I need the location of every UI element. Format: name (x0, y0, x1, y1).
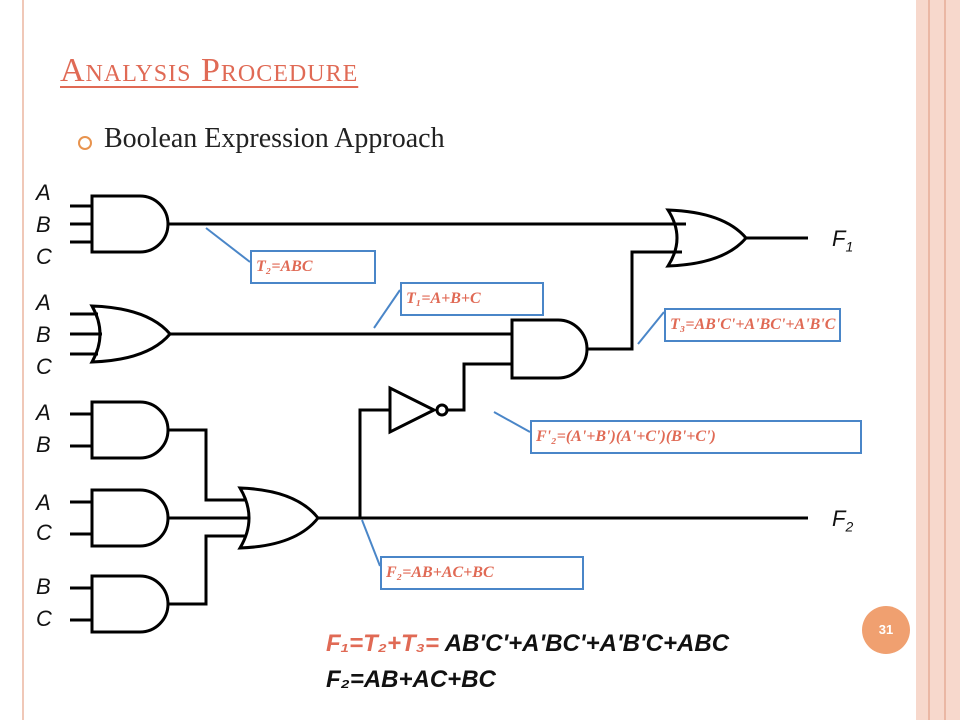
and-gate-5 (510, 318, 589, 380)
or-gate-3 (665, 208, 748, 268)
input-label-g4-c: C (36, 520, 52, 545)
input-label-g3-a: A (36, 400, 51, 425)
input-label-g5-b: B (36, 574, 51, 599)
bullet-icon (78, 136, 92, 150)
and-gate-2 (90, 400, 170, 460)
right-border-line-1 (928, 0, 930, 720)
annotation-t2: T₂=ABC (250, 250, 376, 284)
input-label-g2-c: C (36, 354, 52, 379)
or-gate-2 (237, 486, 320, 550)
input-label-g3-b: B (36, 432, 51, 457)
equation-f1: F₁=T₂+T₃= AB'C'+A'BC'+A'B'C+ABC (326, 630, 730, 657)
output-label-f2: F2 (832, 506, 854, 535)
annotation-t1: T₁=A+B+C (400, 282, 544, 316)
input-label-g5-c: C (36, 606, 52, 631)
page-number-badge: 31 (862, 606, 910, 654)
and-gate-3 (90, 488, 170, 548)
input-label-g1-b: B (36, 212, 51, 237)
and-gate-1 (90, 194, 170, 254)
right-border-line-2 (944, 0, 946, 720)
output-label-f1: F1 (832, 226, 854, 255)
input-label-g4-a: A (36, 490, 51, 515)
left-border-line (22, 0, 24, 720)
input-label-g1-a: A (36, 180, 51, 205)
input-label-g1-c: C (36, 244, 52, 269)
or-gate-1 (89, 304, 172, 364)
annotation-f2-prime: F'₂=(A'+B')(A'+C')(B'+C') (530, 420, 862, 454)
equation-f2: F₂=AB+AC+BC (326, 666, 496, 693)
bullet-text: Boolean Expression Approach (104, 123, 445, 154)
inverter-gate (388, 385, 438, 435)
annotation-t3: T₃=AB'C'+A'BC'+A'B'C (664, 308, 842, 342)
and-gate-4 (90, 574, 170, 634)
right-border-band (916, 0, 960, 720)
input-label-g2-a: A (36, 290, 51, 315)
annotation-f2: F₂=AB+AC+BC (380, 556, 584, 590)
page-title: Analysis Procedure (60, 52, 359, 89)
input-label-g2-b: B (36, 322, 51, 347)
